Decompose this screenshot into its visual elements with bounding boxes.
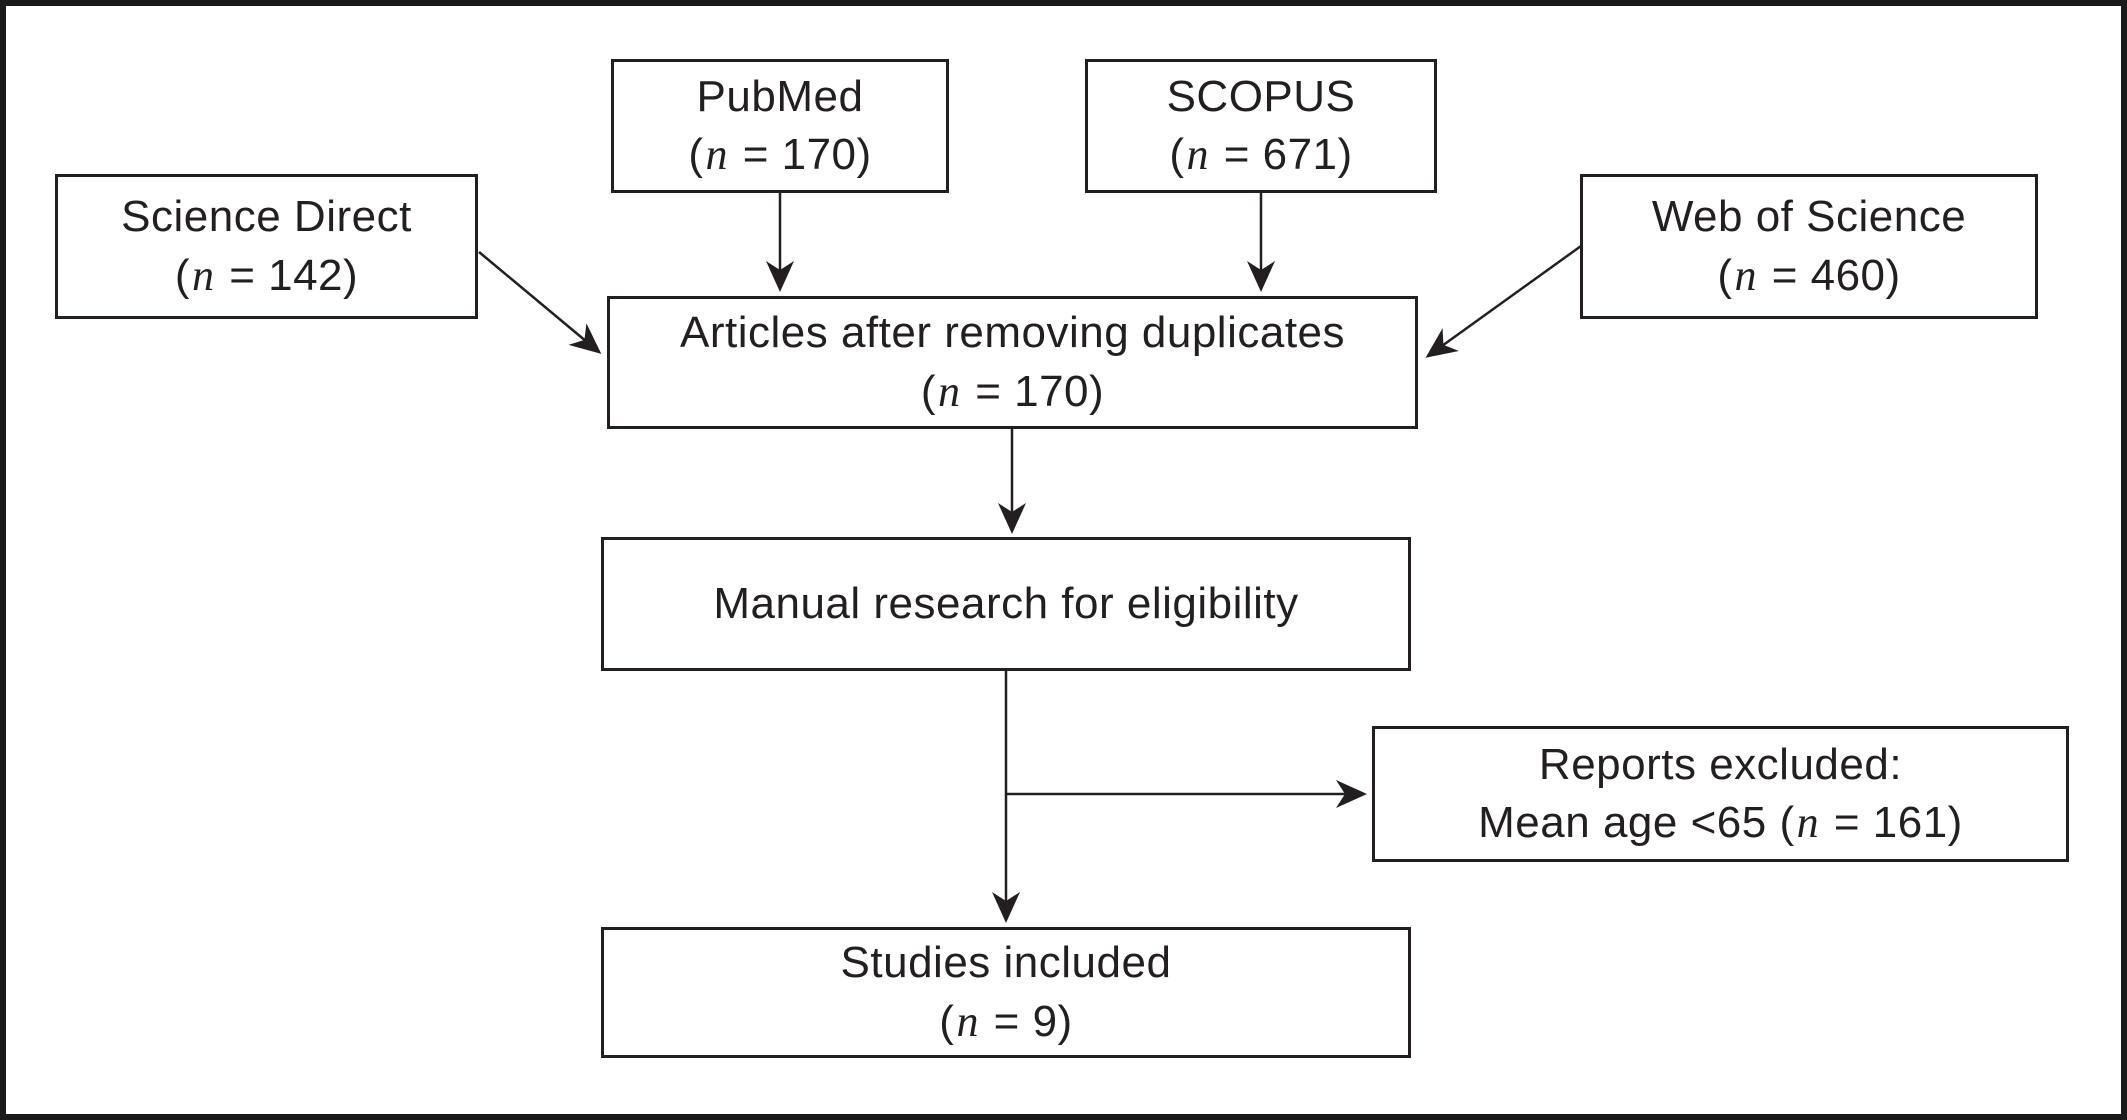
n-symbol: n (1734, 250, 1757, 300)
count-value: = 170) (962, 366, 1105, 416)
count-value: = 460) (1758, 250, 1901, 300)
source-name: SCOPUS (1166, 71, 1356, 121)
record-count: (n = 460) (1717, 247, 1900, 305)
count-open: ( (1169, 130, 1185, 179)
count-open: ( (688, 130, 704, 179)
box-articles-after-removing-duplicates: Articles after removing duplicates (n = … (607, 296, 1418, 429)
box-web-of-science: Web of Science (n = 460) (1580, 174, 2038, 319)
box-scopus: SCOPUS (n = 671) (1085, 59, 1437, 193)
stage-label: Studies included (840, 938, 1172, 988)
n-symbol: n (1186, 130, 1209, 179)
stage-label: Reports excluded: (1538, 739, 1903, 789)
stage-label: Articles after removing duplicates (679, 308, 1346, 358)
record-count: (n = 9) (939, 993, 1072, 1051)
n-symbol: n (937, 366, 961, 416)
count-value: = 170) (729, 130, 872, 179)
n-symbol: n (191, 250, 215, 300)
count-open: ( (174, 250, 190, 300)
source-name: Science Direct (121, 192, 412, 242)
stage-label: Manual research for eligibility (713, 578, 1299, 628)
arrow-science-direct-to-duplicates (478, 251, 602, 354)
box-reports-excluded: Reports excluded: Mean age <65 (n = 161) (1372, 726, 2069, 862)
box-science-direct: Science Direct (n = 142) (55, 174, 478, 319)
box-studies-included: Studies included (n = 9) (601, 927, 1411, 1058)
record-count: (n = 671) (1169, 126, 1352, 184)
count-open: ( (939, 996, 955, 1046)
count-value: = 161) (1821, 798, 1963, 847)
n-symbol: n (956, 996, 979, 1046)
source-name: PubMed (696, 71, 864, 121)
record-count: (n = 170) (921, 363, 1104, 421)
source-name: Web of Science (1651, 192, 1967, 242)
n-symbol: n (705, 130, 728, 179)
count-open: ( (1717, 250, 1733, 300)
arrow-web-of-science-to-duplicates (1425, 244, 1582, 358)
exclusion-reason: Mean age <65 (n = 161) (1478, 794, 1963, 852)
count-value: = 9) (980, 996, 1073, 1046)
record-count: (n = 142) (175, 247, 358, 305)
box-pubmed: PubMed (n = 170) (611, 59, 949, 193)
box-manual-research-for-eligibility: Manual research for eligibility (601, 537, 1411, 671)
n-symbol: n (1796, 798, 1820, 847)
count-value: = 671) (1210, 130, 1353, 179)
record-count: (n = 170) (688, 126, 871, 184)
count-value: = 142) (216, 250, 359, 300)
reason-text: Mean age <65 ( (1478, 798, 1795, 847)
count-open: ( (920, 366, 936, 416)
